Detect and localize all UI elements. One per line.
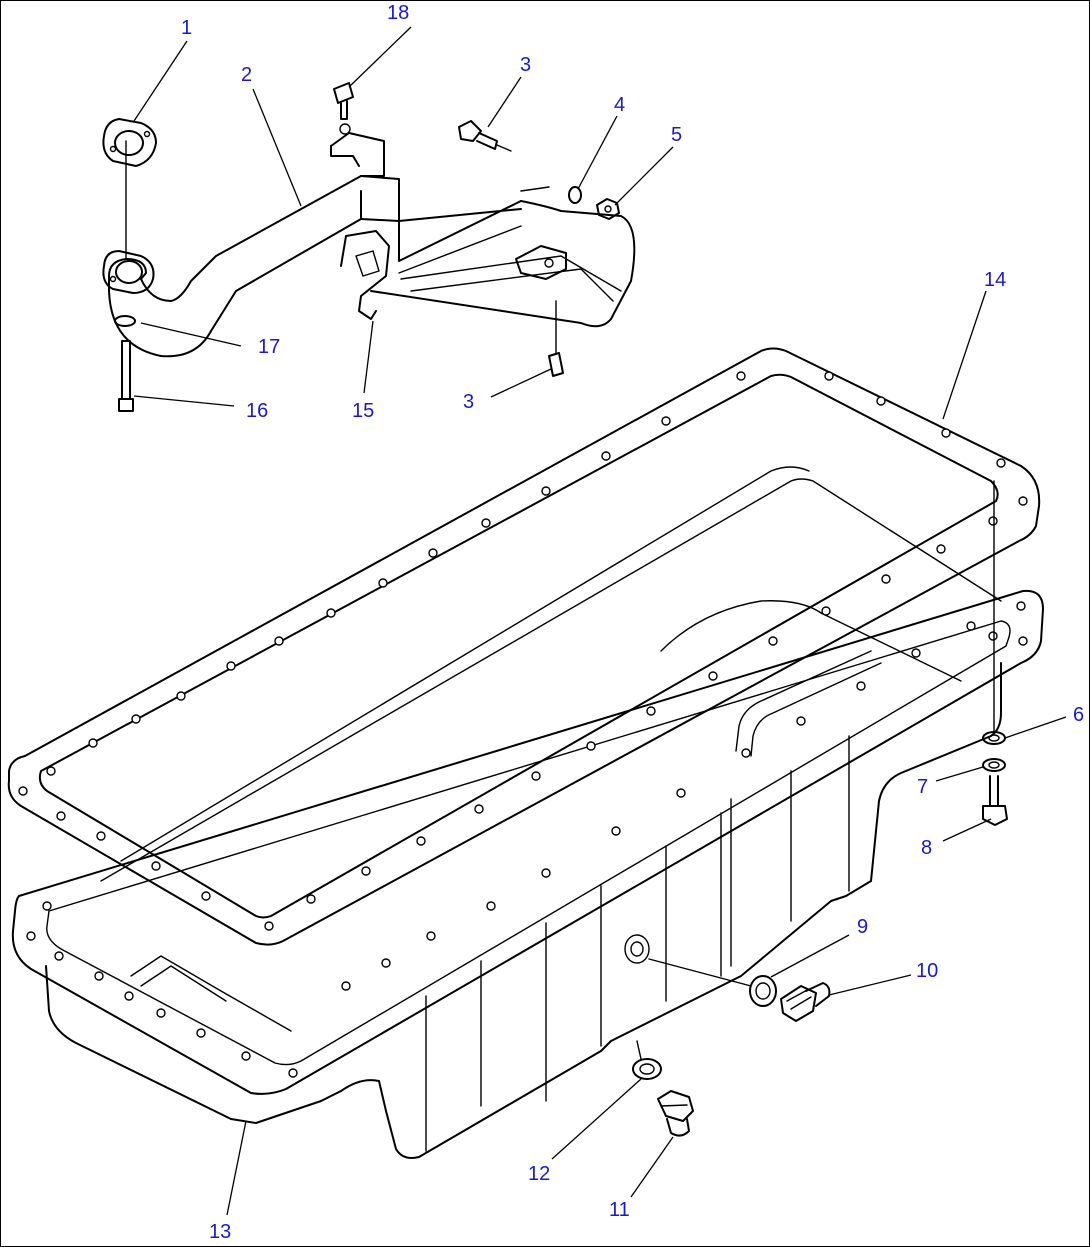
callout-2: 2	[241, 64, 252, 86]
callout-18: 18	[387, 2, 409, 24]
callout-6: 6	[1073, 704, 1084, 726]
callout-17: 17	[258, 336, 280, 358]
callout-8: 8	[921, 837, 932, 859]
bolt-8	[982, 775, 1008, 826]
tube-flange	[102, 250, 155, 294]
gasket-9	[749, 975, 777, 1007]
oil-pan-gasket	[7, 347, 1041, 946]
callout-5: 5	[671, 124, 682, 146]
drain-plug-10	[780, 982, 831, 1022]
callout-13: 13	[209, 1221, 231, 1243]
callout-labels: 1 2 3 3 4 5 6 7 8 9 10 11 12 13 14 15 16…	[181, 2, 1084, 1243]
callout-3-upper: 3	[520, 54, 531, 76]
alignment-line-9	[648, 958, 752, 987]
washer-17	[114, 315, 136, 327]
gasket-flange	[102, 118, 157, 167]
bolt-16	[118, 340, 134, 412]
callout-16: 16	[246, 400, 268, 422]
washer-7	[982, 758, 1006, 772]
callout-3-lower: 3	[463, 391, 474, 413]
callout-15: 15	[352, 400, 374, 422]
callout-1: 1	[181, 17, 192, 39]
callout-11: 11	[609, 1199, 630, 1221]
callout-10: 10	[916, 960, 938, 982]
oil-pan	[11, 466, 1044, 1159]
tube-bracket	[330, 132, 567, 320]
callout-7: 7	[917, 776, 928, 798]
lock-washer-4	[568, 186, 582, 204]
drain-plug-11	[657, 1090, 694, 1137]
leader-lines	[133, 26, 1067, 1216]
callout-9: 9	[857, 916, 868, 938]
callout-14: 14	[984, 269, 1006, 291]
callout-4: 4	[614, 94, 625, 116]
gasket-12	[632, 1058, 662, 1080]
bolt-3-upper	[458, 120, 512, 152]
nut-5	[596, 198, 620, 220]
gasket-bolt-holes	[18, 371, 1028, 931]
callout-12: 12	[528, 1163, 550, 1185]
bolt-18	[333, 82, 354, 135]
bolt-3-lower	[548, 300, 564, 377]
alignment-line-11	[636, 1040, 642, 1060]
pan-bolt-holes	[26, 601, 1028, 1078]
